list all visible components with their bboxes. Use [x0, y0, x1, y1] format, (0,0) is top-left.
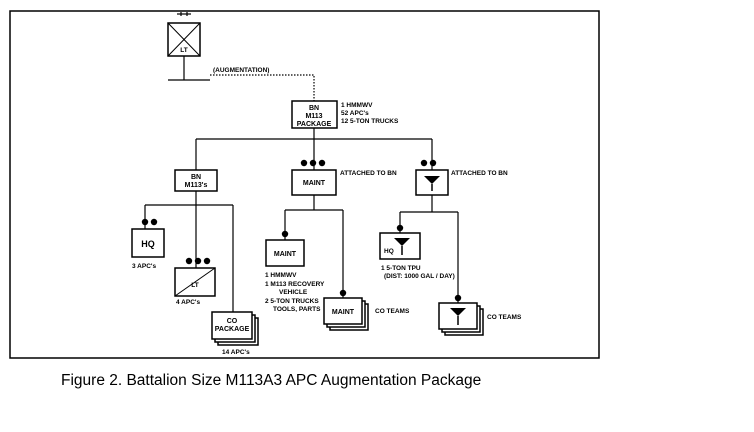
bn-package-line3: PACKAGE: [297, 121, 332, 128]
maint-sub-note-5: TOOLS, PARTS: [273, 306, 321, 313]
bn-package-unit: BN M113 PACKAGE: [291, 100, 338, 129]
lt-top-unit: LT: [167, 12, 201, 57]
maint-sub-unit: MAINT: [265, 230, 305, 267]
lt-platoon-note: 4 APC's: [176, 299, 200, 306]
fuel-hq-symbol-icon: [394, 238, 410, 255]
maint-sub-note-4: 2 5-TON TRUCKS: [265, 298, 319, 305]
hq-note: 3 APC's: [132, 263, 156, 270]
fuel-co-teams-unit: [438, 294, 484, 336]
maint-main-unit: MAINT: [291, 159, 337, 196]
maint-main-label: MAINT: [303, 180, 326, 187]
lt-platoon-label: LT: [191, 282, 198, 289]
co-package-line1: CO: [227, 318, 238, 325]
fuel-hq-note-2: (DIST: 1000 GAL / DAY): [384, 273, 455, 280]
bn-m113s-unit: BN M113's: [174, 169, 218, 192]
figure-caption: Figure 2. Battalion Size M113A3 APC Augm…: [61, 372, 482, 389]
maint-sub-note-1: 1 HMMWV: [265, 272, 297, 279]
bn-package-note-3: 12 5-TON TRUCKS: [341, 118, 399, 125]
fuel-hq-label: HQ: [384, 248, 394, 255]
hq-label: HQ: [141, 239, 155, 249]
fuel-co-symbol-icon: [450, 308, 466, 325]
maint-main-note: ATTACHED TO BN: [340, 170, 397, 177]
bn-m113s-line1: BN: [191, 174, 201, 181]
hq-unit: HQ: [131, 218, 165, 258]
bn-package-note-2: 52 APC's: [341, 110, 369, 117]
fuel-symbol-icon: [424, 176, 440, 191]
maint-co-label: MAINT: [332, 309, 355, 316]
fuel-hq-unit: HQ: [379, 224, 421, 260]
bn-package-line1: BN: [309, 105, 319, 112]
lt-top-label: LT: [180, 47, 187, 54]
connector-lines: [144, 56, 459, 312]
maint-sub-label: MAINT: [274, 251, 297, 258]
fuel-hq-note-1: 1 5-TON TPU: [381, 265, 421, 272]
bn-package-line2: M113: [305, 113, 322, 120]
lt-platoon-unit: LT: [174, 257, 216, 297]
maint-sub-note-2: 1 M113 RECOVERY: [265, 281, 325, 288]
bn-m113s-line2: M113's: [185, 182, 208, 189]
fuel-co-note: CO TEAMS: [487, 314, 522, 321]
co-package-note: 14 APC's: [222, 349, 250, 356]
co-package-unit: CO PACKAGE: [211, 311, 259, 346]
fuel-main-unit: [415, 159, 449, 196]
fuel-main-note: ATTACHED TO BN: [451, 170, 508, 177]
maint-co-note: CO TEAMS: [375, 308, 410, 315]
diagram-border: [9, 10, 600, 359]
co-package-line2: PACKAGE: [215, 326, 250, 333]
maint-sub-note-3: VEHICLE: [279, 289, 308, 296]
augmentation-label: (AUGMENTATION): [213, 67, 269, 74]
maint-co-teams-unit: MAINT: [323, 289, 369, 331]
bn-package-note-1: 1 HMMWV: [341, 102, 373, 109]
